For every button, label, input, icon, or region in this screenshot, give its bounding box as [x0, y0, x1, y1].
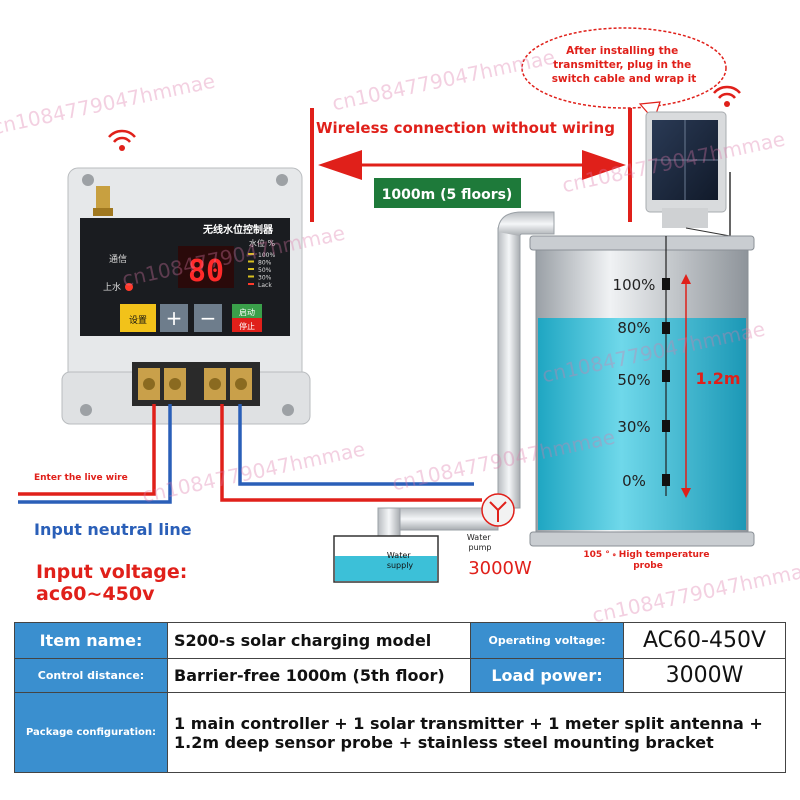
item-name-value: S200-s solar charging model	[167, 622, 471, 659]
spec-row: Item name: S200-s solar charging model O…	[14, 622, 786, 659]
distance-badge: 1000m (5 floors)	[382, 187, 513, 203]
wifi-icon	[713, 85, 741, 107]
load-power-label: Load power:	[470, 658, 624, 693]
water-supply-basin	[333, 535, 439, 583]
stop-button-label: 停止	[239, 321, 255, 331]
neutral-line-label: Input neutral line	[34, 520, 192, 539]
wireless-title: Wireless connection without wiring	[316, 119, 615, 137]
load-power-value: 3000W	[623, 658, 786, 693]
level-led	[248, 283, 254, 285]
water-pipe	[377, 211, 555, 549]
stop-button[interactable]	[232, 318, 262, 332]
level-item-label: 100%	[258, 252, 275, 259]
tank-level-label: 100%	[613, 276, 656, 294]
level-indicator-list: 100%80%50%30%Lack	[248, 252, 275, 289]
control-distance-value: Barrier-free 1000m (5th floor)	[167, 658, 471, 693]
level-led	[248, 275, 254, 278]
controller-display: 80	[188, 254, 224, 289]
distance-badge-bg	[374, 178, 521, 208]
item-name-label: Item name:	[14, 622, 168, 659]
tank-level-label: 50%	[617, 371, 650, 389]
water-tank	[529, 235, 755, 547]
level-item-label: 80%	[258, 260, 272, 267]
controller-title: 无线水位控制器	[202, 223, 274, 236]
plus-button[interactable]	[160, 304, 188, 332]
tank-level-label: 30%	[617, 418, 650, 436]
level-item-label: 50%	[258, 267, 272, 274]
probe-label: 105 ° 𝇇 High temperature probe	[583, 550, 712, 571]
plus-button-label: +	[166, 306, 183, 330]
minus-button[interactable]	[194, 304, 222, 332]
set-button[interactable]	[120, 304, 156, 332]
spec-table: Item name: S200-s solar charging model O…	[14, 622, 786, 773]
wireless-arrow	[310, 108, 632, 222]
water-pump-label: Water pump	[467, 533, 493, 552]
diagram-canvas: Wireless connection without wiring 1000m…	[18, 27, 755, 605]
wifi-icon	[108, 129, 136, 151]
level-item-label: Lack	[258, 282, 272, 289]
level-header: 水位 %	[249, 238, 276, 248]
comm-label: 通信	[109, 253, 127, 265]
pump-power: 3000W	[468, 558, 532, 579]
pump-led	[125, 283, 133, 291]
spec-row: Package configuration: 1 main controller…	[14, 692, 786, 773]
minus-button-label: −	[200, 306, 217, 330]
package-value: 1 main controller + 1 solar transmitter …	[167, 692, 786, 773]
level-item-label: 30%	[258, 275, 272, 282]
live-wire-label: Enter the live wire	[34, 473, 128, 483]
depth-label: 1.2m	[695, 369, 740, 388]
water-supply-label: Water supply	[387, 551, 414, 570]
tank-level-label: 0%	[622, 472, 646, 490]
spec-row: Control distance: Barrier-free 1000m (5t…	[14, 658, 786, 693]
op-voltage-label: Operating voltage:	[470, 622, 624, 659]
start-button-label: 启动	[239, 307, 255, 317]
input-voltage-label: Input voltage:	[36, 561, 187, 583]
level-led	[248, 260, 254, 263]
tank-level-label: 80%	[617, 319, 650, 337]
speech-bubble	[521, 27, 727, 122]
package-label: Package configuration:	[14, 692, 168, 773]
level-led	[248, 253, 254, 255]
pump-label: 上水	[103, 281, 121, 293]
start-button[interactable]	[232, 304, 262, 318]
bubble-text: After installing the transmitter, plug i…	[552, 45, 697, 85]
water-pump	[481, 493, 515, 527]
solar-transmitter	[645, 111, 731, 237]
tank-level-labels: 100% 80% 50% 30% 0%	[613, 276, 656, 490]
wiring	[18, 404, 482, 504]
terminal-block	[132, 362, 260, 406]
set-button-label: 设置	[129, 315, 147, 326]
input-voltage-value: ac60~450v	[36, 583, 155, 605]
control-distance-label: Control distance:	[14, 658, 168, 693]
level-led	[248, 268, 254, 270]
op-voltage-value: AC60-450V	[623, 622, 786, 659]
